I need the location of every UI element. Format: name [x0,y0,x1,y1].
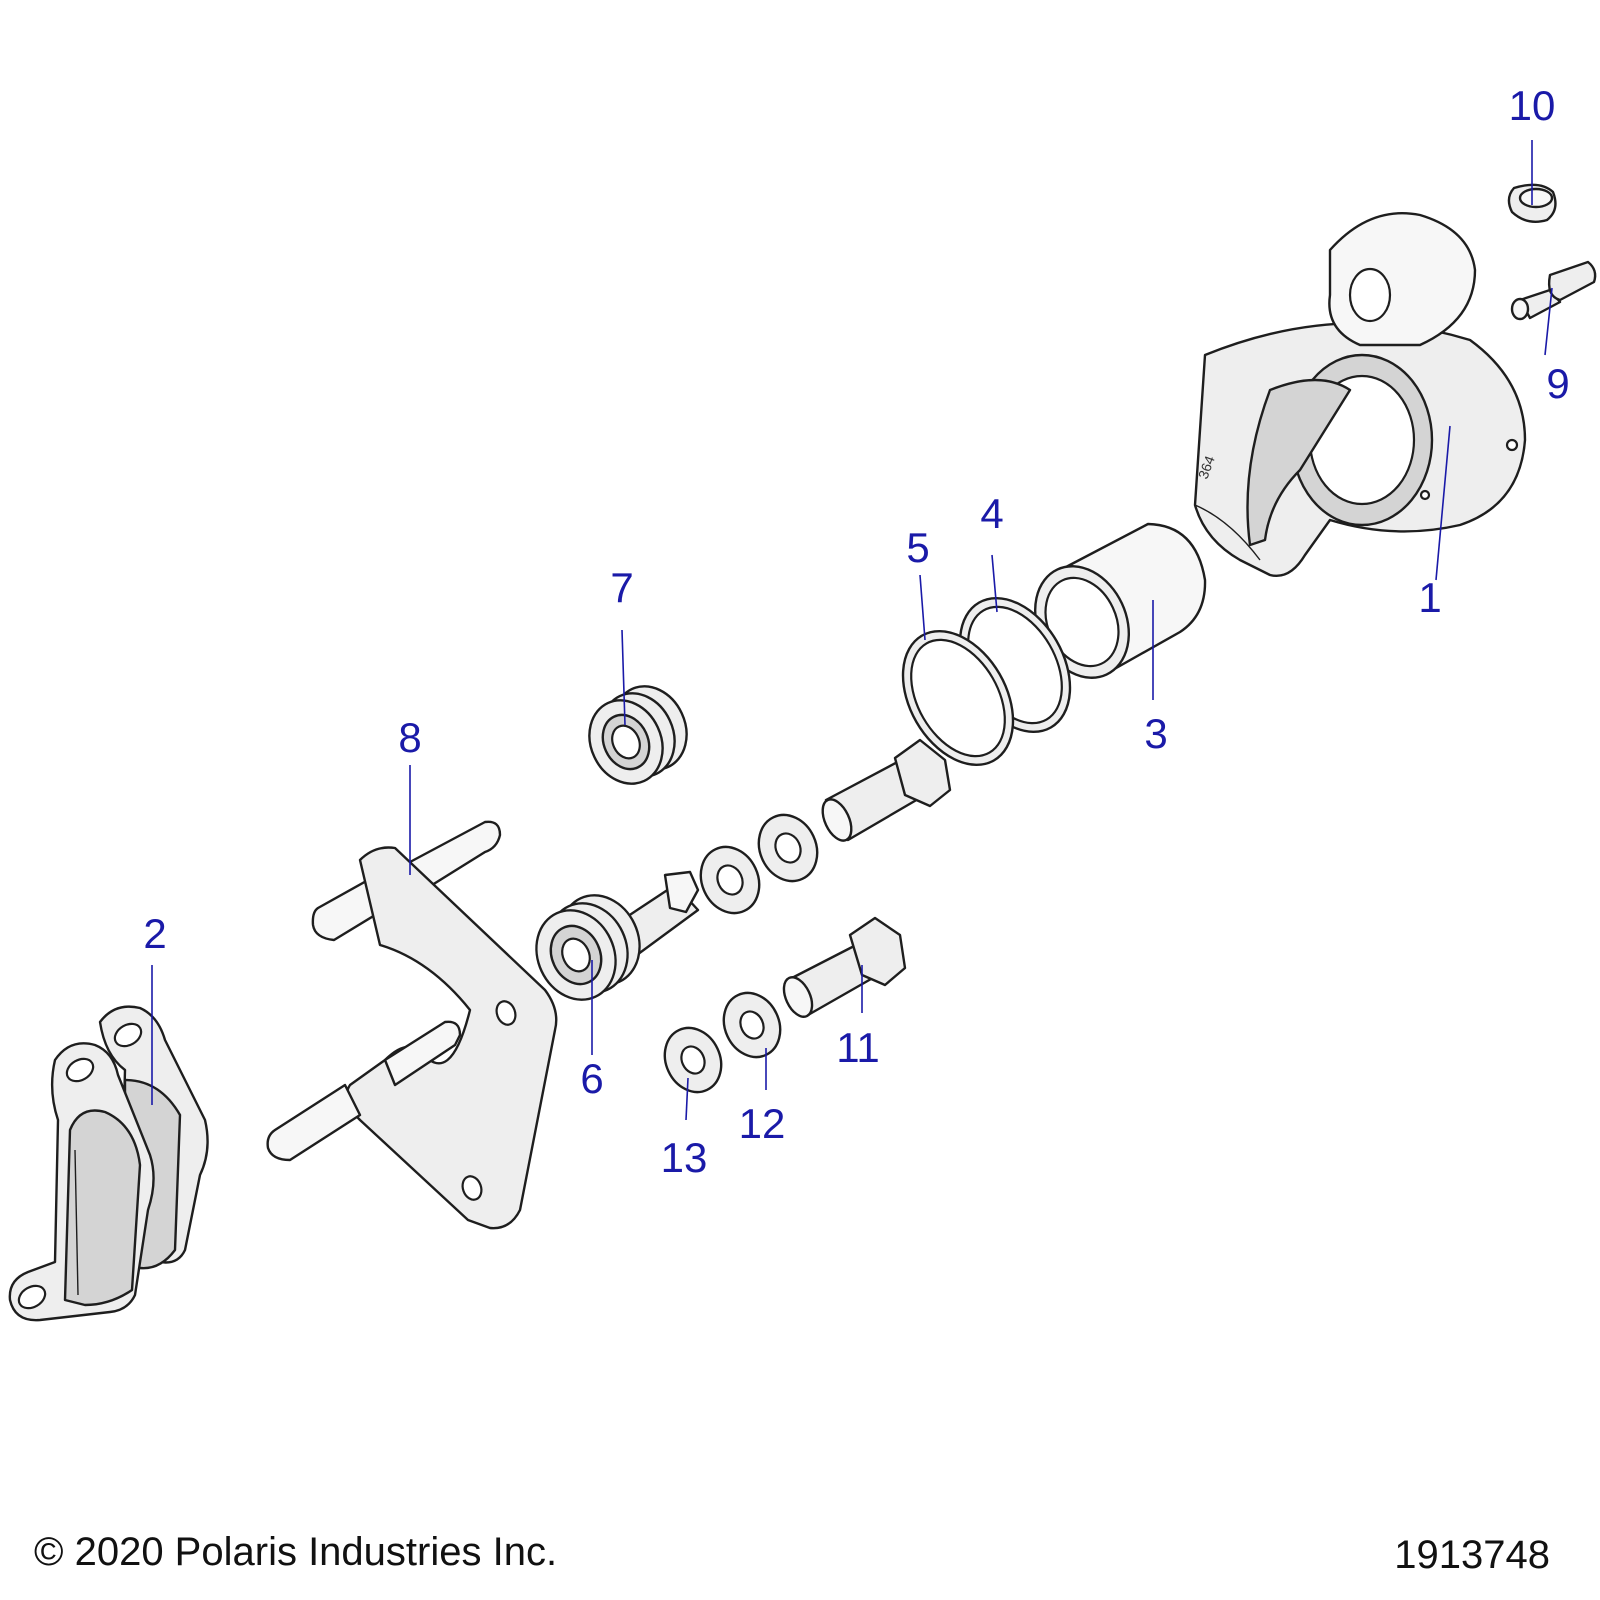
callouts: 1 2 3 4 5 6 7 8 9 10 11 12 13 [143,82,1569,1181]
callout-11: 11 [836,1024,880,1071]
slide-pin-part-6 [535,870,700,1001]
callout-5: 5 [906,524,929,571]
washer-part-12 [722,991,782,1059]
callout-2: 2 [143,910,166,957]
callout-4: 4 [980,490,1003,537]
callout-1: 1 [1418,574,1441,621]
brake-pads-part-2 [8,1005,209,1322]
callout-12: 12 [739,1100,786,1147]
bracket-part-8 [266,820,558,1230]
upper-washer-a [757,813,819,883]
boot-part-7 [588,685,688,785]
bleeder-valve-part-9 [1510,260,1597,321]
leader-lines [151,140,1553,1121]
callout-10: 10 [1509,82,1556,129]
caliper-housing-part-1: 364 [1193,211,1527,577]
upper-washer-b [699,845,761,915]
callout-3: 3 [1144,710,1167,757]
callout-9: 9 [1546,360,1569,407]
callout-8: 8 [398,714,421,761]
bolt-part-11 [782,916,907,1018]
callout-13: 13 [661,1134,708,1181]
copyright-notice: © 2020 Polaris Industries Inc. [34,1530,558,1574]
casting-mark: 364 [1195,453,1218,481]
upper-bolt [821,738,952,842]
washer-part-13 [663,1026,723,1094]
callout-6: 6 [580,1055,603,1102]
seal-ring-part-5 [901,629,1015,767]
callout-7: 7 [610,564,633,611]
drawing-number: 1913748 [1394,1533,1550,1577]
